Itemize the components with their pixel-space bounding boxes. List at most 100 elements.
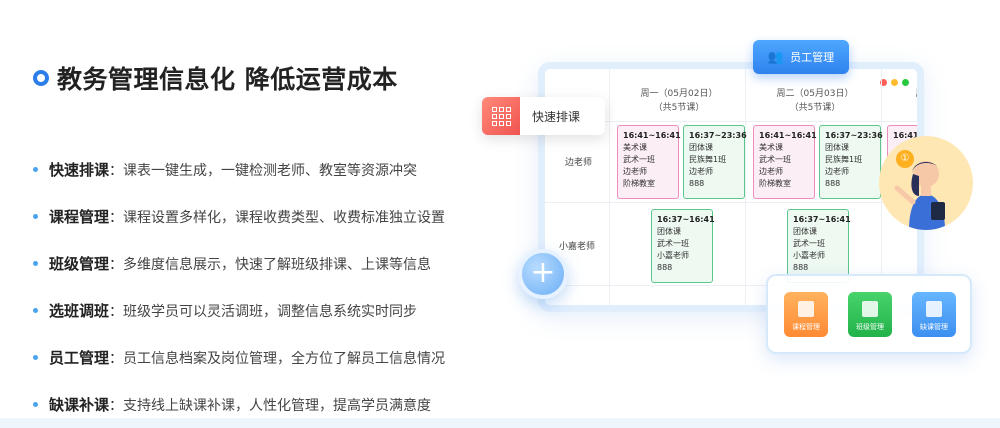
ring-bullet-icon [33,70,49,86]
column-count: （共5节课） [789,103,841,113]
bullet-dot-icon [33,261,38,266]
lesson-room: 888 [657,263,673,272]
lesson-card[interactable]: 16:37~16:41 团体课 武术一班 小嘉老师 888 [787,209,851,283]
lesson-type: 团体课 [793,227,817,236]
teacher-illustration-icon [894,161,945,230]
close-dot-icon[interactable] [880,79,887,86]
lesson-room: 888 [689,179,705,188]
minimize-dot-icon[interactable] [891,79,898,86]
lesson-time: 16:37~23:36 [689,131,747,140]
feature-desc: 课表一键生成，一键检测老师、教室等资源冲突 [123,162,418,179]
absence-management-module[interactable]: 缺课管理 [912,292,956,337]
quick-schedule-tab[interactable]: 快速排课 [482,97,605,135]
course-management-module[interactable]: 课程管理 [784,292,828,337]
lesson-teacher: 边老师 [759,167,783,176]
module-label: 课程管理 [792,323,820,331]
quick-schedule-label: 快速排课 [532,109,581,124]
lesson-time: 16:41~16:41 [759,131,817,140]
bullet-dot-icon [33,167,38,172]
users-icon: 👥 [767,49,785,65]
column-day: 周二（05月03日） [776,89,854,99]
books-icon [926,301,942,317]
staff-management-label: 员工管理 [790,51,835,64]
info-badge-icon: ① [896,150,914,168]
add-button[interactable]: + [518,249,568,299]
lesson-class: 民族舞1班 [689,155,727,164]
teacher-avatar [879,136,973,230]
section-heading: 教务管理信息化 降低运营成本 [33,60,398,96]
module-panel: 课程管理 班级管理 缺课管理 [766,274,972,354]
feature-desc: 课程设置多样化，课程收费类型、收费标准独立设置 [123,209,446,226]
feature-desc: 多维度信息展示，快速了解班级排课、上课等信息 [123,256,432,273]
feature-name: 课程管理 [49,208,110,226]
feature-item: 快速排课：课表一键生成，一键检测老师、教室等资源冲突 [33,146,445,193]
lesson-class: 武术一班 [657,239,689,248]
feature-item: 选班调班：班级学员可以灵活调班，调整信息系统实时同步 [33,287,445,334]
lesson-time: 16:41~16:41 [623,131,681,140]
lesson-card[interactable]: 16:41~16:41 美术课 武术一班 边老师 阶梯教室 [617,125,681,199]
lesson-teacher: 边老师 [623,167,647,176]
feature-colon: ： [109,256,124,273]
lesson-type: 团体课 [689,143,713,152]
book-icon [798,301,814,317]
column-header: 周 [913,87,924,101]
lesson-type: 团体课 [825,143,849,152]
feature-desc: 支持线上缺课补课，人性化管理，提高学员满意度 [123,397,432,414]
lesson-class: 武术一班 [759,155,791,164]
feature-colon: ： [109,350,124,367]
feature-item: 课程管理：课程设置多样化，课程收费类型、收费标准独立设置 [33,193,445,240]
row-teacher: 边老师 [565,158,593,168]
grid-line [545,285,917,286]
staff-management-tab[interactable]: 👥 员工管理 [753,40,849,74]
column-header: 周一（05月02日） （共5节课） [619,87,739,115]
window-controls [880,79,909,86]
feature-name: 快速排课 [49,161,110,179]
feature-colon: ： [109,209,124,226]
feature-name: 缺课补课 [49,396,110,414]
column-day: 周一（05月02日） [640,89,718,99]
lesson-room: 阶梯教室 [623,179,655,188]
bullet-dot-icon [33,308,38,313]
module-label: 班级管理 [856,323,884,331]
lesson-type: 美术课 [623,143,647,152]
module-label: 缺课管理 [920,323,948,331]
section-title: 教务管理信息化 降低运营成本 [57,65,398,94]
column-header: 周二（05月03日） （共5节课） [755,87,875,115]
bullet-dot-icon [33,355,38,360]
lesson-card[interactable]: 16:37~16:41 团体课 武术一班 小嘉老师 888 [651,209,715,283]
board-icon [862,301,878,317]
maximize-dot-icon[interactable] [902,79,909,86]
lesson-room: 888 [825,179,841,188]
feature-desc: 班级学员可以灵活调班，调整信息系统实时同步 [123,303,418,320]
lesson-card[interactable]: 16:37~23:36 团体课 民族舞1班 边老师 888 [819,125,883,199]
bottom-strip [0,418,1000,428]
grid-line [545,121,917,122]
lesson-room: 阶梯教室 [759,179,791,188]
lesson-time: 16:41~ [893,131,924,140]
lesson-class: 武术一班 [793,239,825,248]
feature-name: 班级管理 [49,255,110,273]
grid-line [545,202,917,203]
grid-line [745,69,746,305]
feature-colon: ： [109,397,124,414]
lesson-time: 16:37~23:36 [825,131,883,140]
lesson-teacher: 小嘉老师 [657,251,689,260]
grid-line [609,69,610,305]
column-day: 周 [915,89,924,99]
lesson-card[interactable]: 16:41~16:41 美术课 武术一班 边老师 阶梯教室 [753,125,817,199]
feature-list: 快速排课：课表一键生成，一键检测老师、教室等资源冲突 课程管理：课程设置多样化，… [33,146,445,428]
column-count: （共5节课） [653,103,705,113]
lesson-teacher: 小嘉老师 [793,251,825,260]
lesson-type: 美术课 [759,143,783,152]
lesson-card[interactable]: 16:37~23:36 团体课 民族舞1班 边老师 888 [683,125,747,199]
class-management-module[interactable]: 班级管理 [848,292,892,337]
feature-colon: ： [109,162,124,179]
feature-item: 员工管理：员工信息档案及岗位管理，全方位了解员工信息情况 [33,334,445,381]
row-teacher: 小嘉老师 [559,242,596,252]
bullet-dot-icon [33,214,38,219]
lesson-teacher: 边老师 [825,167,849,176]
feature-item: 班级管理：多维度信息展示，快速了解班级排课、上课等信息 [33,240,445,287]
lesson-class: 武术一班 [623,155,655,164]
feature-item: 缺课补课：支持线上缺课补课，人性化管理，提高学员满意度 [33,381,445,428]
lesson-type: 团体课 [657,227,681,236]
